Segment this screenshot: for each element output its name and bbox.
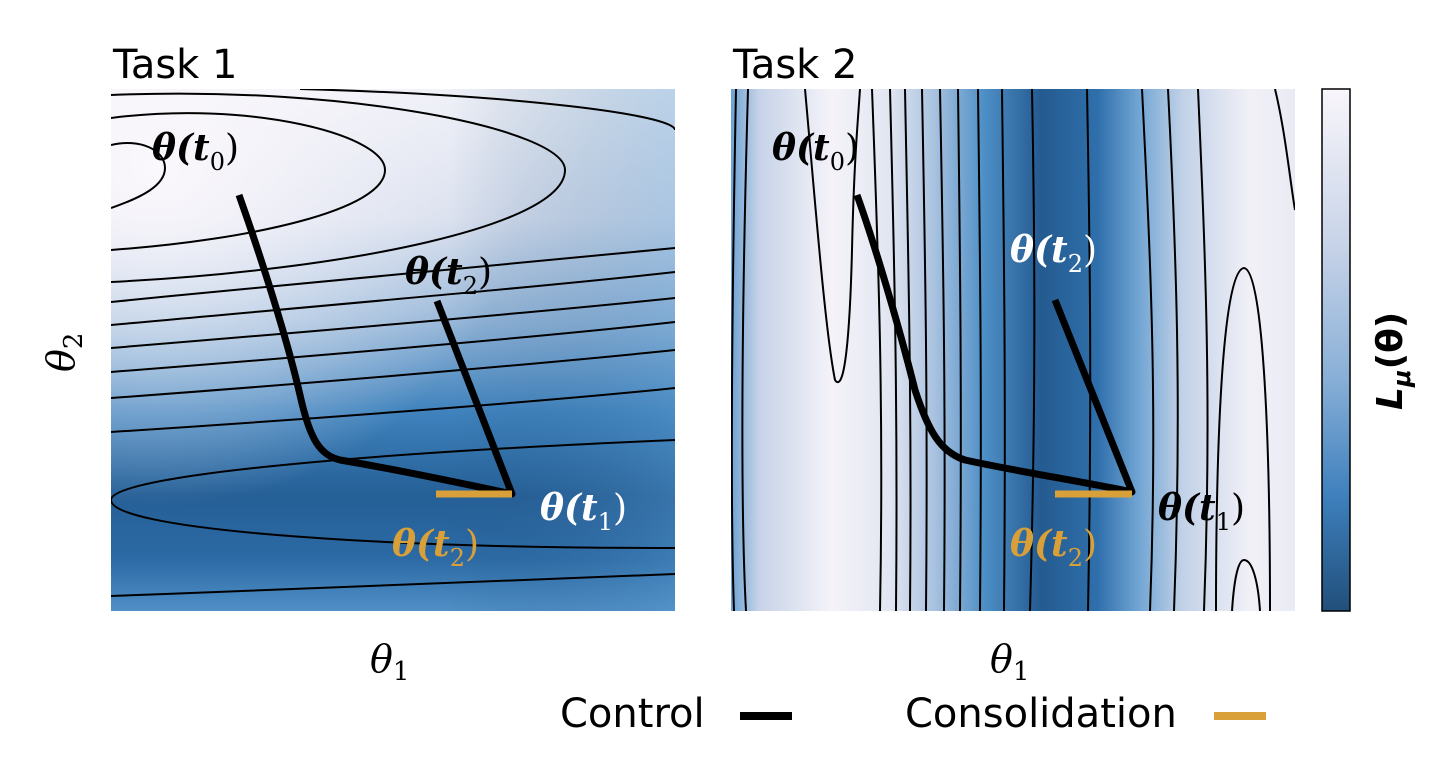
theta-t0-label: θ(t0) [772, 127, 859, 176]
panel-task1: Task 1 [39, 42, 675, 687]
colorbar-label: Lμ(θ) [1370, 312, 1416, 410]
theta-t2-consolidation-label: θ(t2) [1010, 523, 1097, 572]
control-trajectory [853, 193, 1136, 496]
loss-surface [111, 89, 675, 611]
control-trajectory [235, 193, 516, 498]
panel-task2: Task 2 [731, 42, 1295, 687]
theta-t2-consolidation-label: θ(t2) [392, 523, 479, 572]
theta-t1-label: θ(t1) [1158, 487, 1245, 536]
contour-lines [731, 89, 1295, 611]
legend-label-control: Control [560, 691, 705, 737]
x-axis-label: θ1 [370, 637, 409, 687]
theta-t1-label: θ(t1) [540, 487, 627, 536]
loss-surface [731, 89, 1295, 611]
contour-lines [111, 89, 675, 597]
panel-title: Task 1 [112, 42, 238, 88]
y-axis-label: θ2 [39, 333, 89, 372]
colorbar-gradient [1321, 88, 1351, 612]
legend: Control Consolidation [560, 691, 1266, 737]
panel-title: Task 2 [732, 42, 858, 88]
legend-label-consolidation: Consolidation [905, 691, 1177, 737]
x-axis-label: θ1 [990, 637, 1029, 687]
theta-t2-control-label: θ(t2) [405, 251, 492, 300]
theta-t0-label: θ(t0) [152, 127, 239, 176]
colorbar: Lμ(θ) [1321, 88, 1416, 612]
theta-t2-control-label: θ(t2) [1010, 229, 1097, 278]
